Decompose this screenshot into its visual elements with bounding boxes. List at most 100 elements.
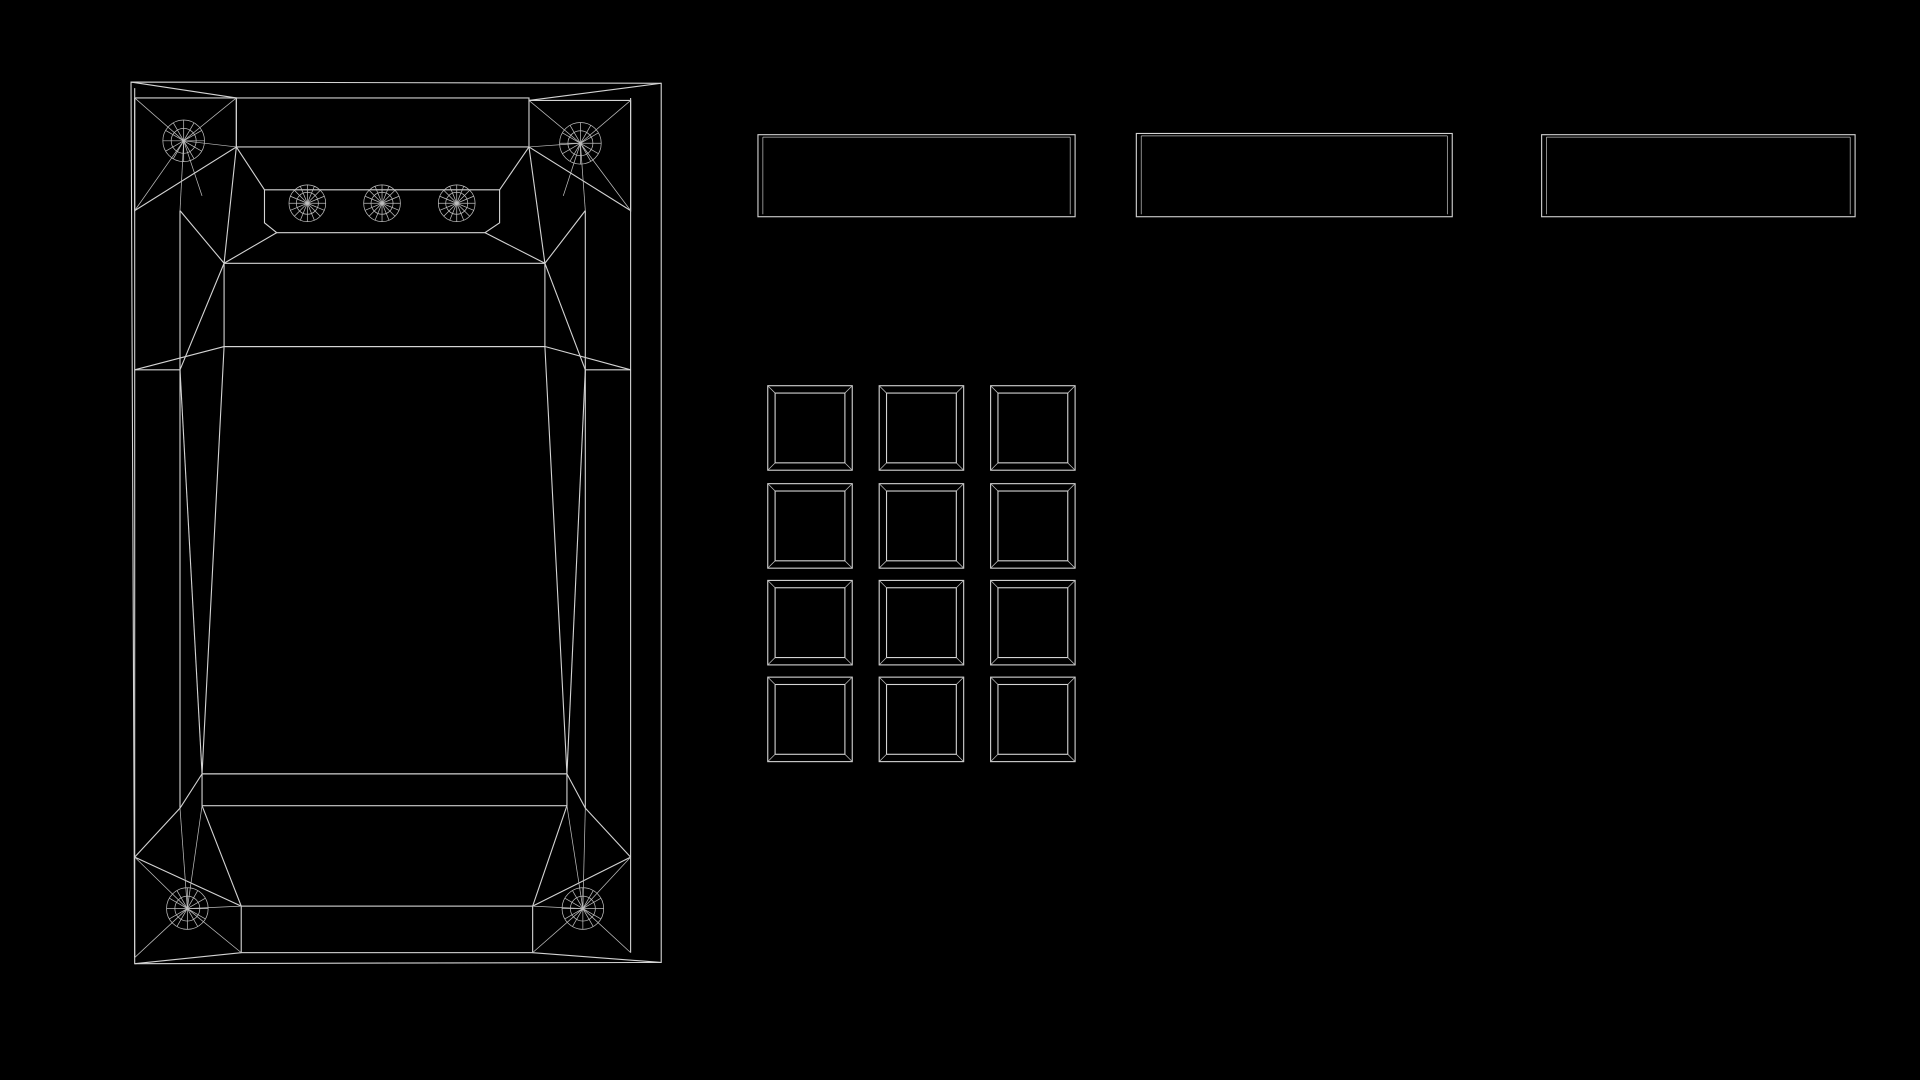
device-body-wireframe — [130, 81, 662, 965]
screw-bottom-right — [532, 805, 631, 953]
mesh-edge — [187, 905, 242, 909]
mesh-edge — [172, 122, 184, 141]
top-button-1 — [288, 184, 327, 222]
screw-bottom-left — [134, 805, 242, 958]
mesh-edge — [381, 190, 396, 204]
mesh-edge — [299, 186, 308, 204]
mesh-edge — [381, 202, 400, 211]
mesh-edge — [456, 190, 470, 204]
mesh-edge — [456, 186, 465, 204]
mesh-edge — [307, 203, 315, 221]
mesh-edge — [566, 369, 586, 774]
mesh-edge — [582, 908, 594, 927]
mesh-edge — [528, 146, 546, 264]
mesh-edge — [179, 369, 203, 774]
mesh-edge — [183, 122, 195, 141]
mesh-edge — [294, 203, 308, 217]
mesh-edge — [381, 195, 400, 204]
mesh-edge — [179, 140, 185, 211]
top-button-3 — [438, 184, 476, 222]
key-4-1 — [767, 676, 853, 763]
mesh-edge — [566, 805, 584, 909]
mesh-edge — [374, 203, 383, 221]
mesh-edge — [580, 143, 586, 211]
mesh-edge — [201, 805, 242, 907]
mesh-edge — [134, 856, 188, 909]
bottom-bezel — [240, 905, 534, 954]
mesh-edge — [187, 908, 242, 953]
mesh-edge — [582, 897, 602, 909]
screen — [201, 345, 568, 775]
mesh-edge — [364, 195, 383, 204]
mesh-edge — [532, 805, 568, 907]
mesh-edge — [449, 203, 458, 221]
mesh-edge — [374, 186, 383, 204]
mesh-edge — [165, 140, 184, 152]
mesh-edge — [439, 195, 457, 204]
mesh-edge — [183, 140, 195, 160]
mesh-edge — [532, 908, 584, 953]
mesh-edge — [183, 97, 237, 142]
mesh-edge — [179, 773, 203, 809]
key-3-2 — [878, 579, 965, 666]
mesh-edge — [179, 808, 188, 909]
mesh-edge — [134, 856, 242, 907]
mesh-edge — [544, 263, 586, 370]
key-2-2 — [878, 483, 965, 569]
mesh-edge — [134, 97, 184, 142]
mesh-edge — [582, 808, 586, 909]
mesh-edge — [169, 908, 188, 920]
mesh-edge — [532, 856, 631, 907]
mesh-edge — [187, 890, 199, 909]
mesh-edge — [443, 190, 457, 204]
mesh-edge — [134, 345, 225, 371]
mesh-edge — [566, 773, 586, 809]
mesh-edge — [165, 130, 184, 142]
key-4-3 — [990, 676, 1076, 763]
mesh-edge — [443, 203, 457, 217]
mesh-edge — [569, 143, 581, 162]
mesh-edge — [580, 132, 599, 144]
mesh-edge — [223, 232, 278, 264]
mesh-edge — [582, 908, 631, 953]
screw-top-right — [528, 100, 631, 211]
mesh-edge — [564, 897, 584, 909]
top-bezel — [235, 97, 530, 148]
mesh-edge — [580, 143, 592, 162]
mesh-edge — [187, 908, 199, 927]
mesh-edge — [499, 146, 530, 191]
mesh-edge — [290, 202, 308, 211]
bar-panels — [757, 132, 1856, 218]
mesh-edge — [580, 125, 592, 144]
mesh-edge — [532, 952, 662, 963]
key-2-1 — [767, 483, 853, 569]
mesh-edge — [580, 143, 631, 211]
key-2-3 — [990, 483, 1076, 569]
mesh-edge — [134, 807, 181, 858]
mesh-edge — [562, 142, 581, 154]
bar-panel-1 — [757, 134, 1076, 218]
key-3-1 — [767, 579, 853, 666]
top-button-2 — [363, 184, 401, 222]
key-1-3 — [990, 385, 1076, 471]
mesh-edge — [562, 143, 581, 197]
mesh-edge — [299, 203, 308, 221]
mesh-edge — [528, 100, 581, 144]
mesh-edge — [580, 142, 599, 154]
mesh-edge — [183, 130, 202, 142]
mesh-edge — [580, 100, 631, 144]
mesh-edge — [169, 897, 188, 909]
mesh-edge — [572, 908, 584, 927]
mesh-edge — [532, 905, 583, 909]
mesh-edge — [381, 203, 396, 217]
mesh-edge — [544, 210, 586, 264]
mesh-edge — [584, 807, 632, 858]
mesh-edge — [572, 890, 584, 909]
mesh-edge — [456, 203, 470, 217]
mesh-edge — [456, 202, 474, 211]
mesh-edge — [187, 897, 206, 909]
mesh-edge — [544, 345, 631, 371]
mesh-edge — [582, 908, 602, 920]
mesh-edge — [176, 890, 188, 909]
